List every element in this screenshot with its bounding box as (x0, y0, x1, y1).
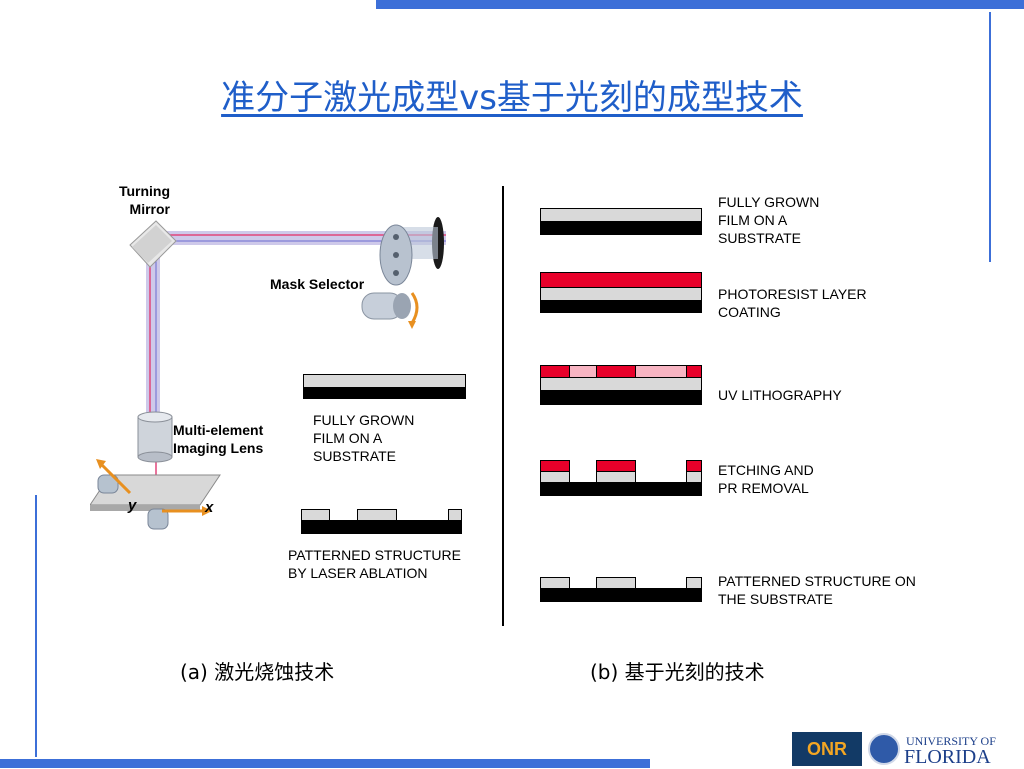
caption-b: (b) 基于光刻的技术 (590, 660, 765, 684)
uf-logo-line2: FLORIDA (904, 746, 991, 768)
step-label-uv: UV LITHOGRAPHY (718, 387, 842, 403)
film-layer (540, 208, 702, 222)
right-accent-line (989, 12, 991, 262)
caption-a: (a) 激光烧蚀技术 (180, 660, 335, 684)
ablation-label: PATTERNED STRUCTURE BY LASER ABLATION (288, 547, 461, 581)
substrate-layer (540, 588, 702, 602)
laser-setup-illustration (90, 217, 446, 530)
step-label-photoresist: PHOTORESIST LAYER COATING (718, 286, 867, 320)
step-label-film: FULLY GROWN FILM ON A SUBSTRATE (718, 194, 820, 246)
substrate-layer (301, 520, 462, 534)
mask-selector-wheel (361, 217, 444, 329)
axis-y-label: y (128, 497, 137, 514)
left-accent-line (35, 495, 37, 757)
film-label: FULLY GROWN FILM ON A SUBSTRATE (313, 412, 415, 464)
top-accent-bar (376, 0, 1024, 9)
substrate-layer (540, 482, 702, 496)
xy-stage (90, 459, 221, 530)
onr-logo: ONR (792, 732, 862, 766)
panel-divider (502, 186, 504, 626)
bottom-accent-bar (0, 759, 650, 768)
step-label-patterned: PATTERNED STRUCTURE ON THE SUBSTRATE (718, 573, 916, 607)
step-label-etching: ETCHING AND PR REMOVAL (718, 462, 814, 496)
imaging-lens-label: Multi-element Imaging Lens (173, 422, 264, 456)
mask-selector-label: Mask Selector (270, 276, 365, 292)
imaging-lens (137, 411, 173, 463)
axis-x-label: x (205, 499, 214, 516)
turning-mirror-label: Turning Mirror (118, 183, 170, 217)
footer-logos: ONR UNIVERSITY OF FLORIDA (792, 730, 1016, 768)
film-layer (540, 377, 702, 391)
turning-mirror (129, 220, 177, 268)
substrate-layer (540, 221, 702, 235)
film-layer (540, 287, 702, 301)
slide-title: 准分子激光成型vs基于光刻的成型技术 (221, 78, 803, 118)
laser-beam (146, 231, 446, 477)
uf-seal-icon (868, 733, 900, 765)
uf-logo-line1: UNIVERSITY OF (906, 734, 996, 748)
substrate-layer (303, 387, 466, 399)
film-layer (303, 374, 466, 388)
photoresist-layer (540, 272, 702, 288)
substrate-layer (540, 390, 702, 405)
substrate-layer (540, 300, 702, 313)
